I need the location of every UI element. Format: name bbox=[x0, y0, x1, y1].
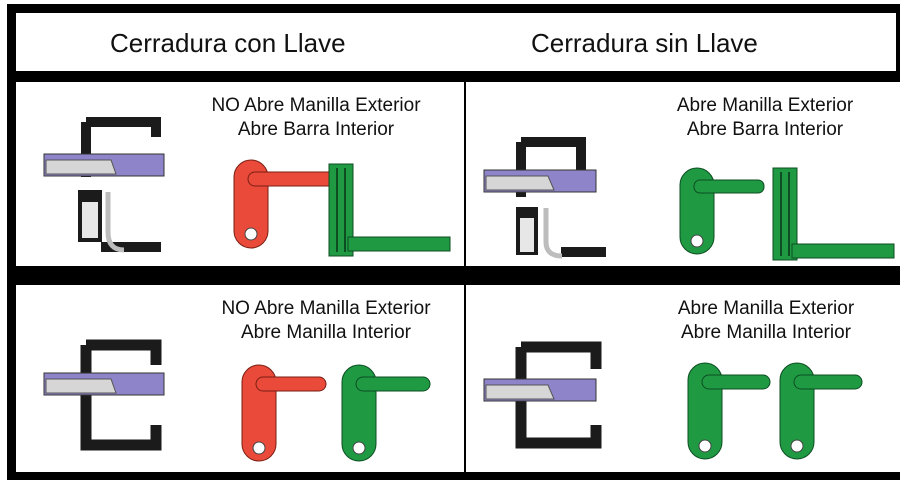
column-title-without-key: Cerradura sin Llave bbox=[531, 28, 758, 58]
panel-caption: NO Abre Manilla Exterior Abre Barra Inte… bbox=[211, 95, 421, 140]
lock-mechanism-illustration bbox=[43, 117, 165, 253]
panel-caption: Abre Manilla Exterior Abre Barra Interio… bbox=[676, 95, 854, 140]
door-handle-icon bbox=[779, 362, 863, 460]
door-handle-icon bbox=[241, 364, 327, 462]
door-handle-icon bbox=[341, 364, 431, 462]
panel-keyless-lock-bar: Abre Manilla Exterior Abre Barra Interio… bbox=[466, 82, 902, 266]
lock-mechanism-illustration bbox=[483, 137, 606, 259]
door-handle-icon bbox=[679, 167, 765, 255]
panel-caption: NO Abre Manilla Exterior Abre Manilla In… bbox=[221, 298, 431, 343]
panel-caption: Abre Manilla Exterior Abre Manilla Inter… bbox=[677, 298, 855, 343]
push-bar-icon bbox=[328, 163, 451, 257]
header-row: Cerradura con Llave Cerradura sin Llave bbox=[16, 13, 896, 71]
lock-mechanism-illustration bbox=[483, 341, 602, 449]
column-title-with-key: Cerradura con Llave bbox=[110, 28, 346, 58]
panel-key-lock-handles: NO Abre Manilla Exterior Abre Manilla In… bbox=[16, 285, 464, 472]
push-bar-icon bbox=[772, 167, 895, 261]
lock-mechanism-illustration bbox=[43, 339, 165, 451]
panel-keyless-lock-handles: Abre Manilla Exterior Abre Manilla Inter… bbox=[466, 285, 902, 472]
panel-key-lock-bar: NO Abre Manilla Exterior Abre Barra Inte… bbox=[16, 82, 464, 266]
door-handle-icon bbox=[233, 159, 337, 249]
door-handle-icon bbox=[687, 362, 771, 460]
